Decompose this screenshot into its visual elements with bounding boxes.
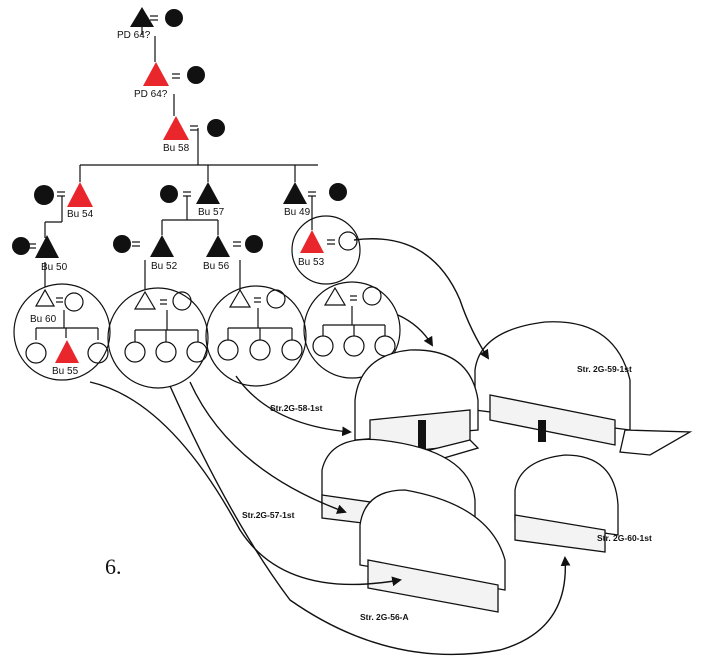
kin-symbols bbox=[12, 7, 347, 363]
burial-triangle-bu55 bbox=[55, 340, 79, 363]
structure-2g-59 bbox=[474, 321, 693, 456]
kinship-lines bbox=[28, 15, 335, 290]
label-bu57: Bu 57 bbox=[198, 207, 225, 218]
female-symbol bbox=[165, 9, 183, 27]
burial-triangle-bu58 bbox=[163, 116, 189, 140]
label-bu56: Bu 56 bbox=[203, 261, 230, 272]
label-bu55: Bu 55 bbox=[52, 366, 79, 377]
male-symbol-bu57 bbox=[196, 182, 220, 204]
label-bu50: Bu 50 bbox=[41, 262, 68, 273]
household-circles bbox=[13, 215, 401, 389]
label-bu52: Bu 52 bbox=[151, 261, 178, 272]
label-bu54: Bu 54 bbox=[67, 209, 94, 220]
burial-triangle-pd64 bbox=[143, 62, 169, 86]
buildings bbox=[321, 321, 693, 613]
burial-triangle-bu54 bbox=[67, 182, 93, 207]
female-symbol bbox=[12, 237, 30, 255]
label-str-2g-56a: Str. 2G-56-A bbox=[360, 612, 409, 622]
male-symbol-bu49 bbox=[283, 182, 307, 204]
female-symbol bbox=[160, 185, 178, 203]
female-symbol bbox=[329, 183, 347, 201]
figure-number: 6. bbox=[105, 554, 122, 579]
female-symbol bbox=[113, 235, 131, 253]
label-str-2g-57: Str.2G-57-1st bbox=[242, 510, 295, 520]
kin-labels: PD 64? PD 64? Bu 58 Bu 54 Bu 57 Bu 49 Bu… bbox=[30, 30, 325, 377]
label-pd64-top: PD 64? bbox=[117, 30, 151, 41]
female-symbol bbox=[207, 119, 225, 137]
male-symbol-bu56 bbox=[206, 235, 230, 257]
male-symbol-bu52 bbox=[150, 235, 174, 257]
female-symbol bbox=[34, 185, 54, 205]
label-bu53: Bu 53 bbox=[298, 257, 325, 268]
residence-arrows bbox=[89, 238, 571, 656]
label-bu58: Bu 58 bbox=[163, 143, 190, 154]
label-str-2g-58: Str.2G-58-1st bbox=[270, 403, 323, 413]
label-pd64-mid: PD 64? bbox=[134, 89, 168, 100]
structure-labels: Str. 2G-59-1st Str.2G-58-1st Str.2G-57-1… bbox=[242, 364, 652, 622]
male-symbol-bu50 bbox=[35, 235, 59, 258]
burial-triangle-bu53 bbox=[300, 230, 324, 253]
male-symbol-pd64-top bbox=[130, 7, 154, 27]
structure-2g-60 bbox=[514, 454, 619, 553]
label-str-2g-59: Str. 2G-59-1st bbox=[577, 364, 632, 374]
female-symbol bbox=[245, 235, 263, 253]
household-members bbox=[25, 231, 396, 364]
label-bu60: Bu 60 bbox=[30, 314, 57, 325]
female-symbol bbox=[187, 66, 205, 84]
label-str-2g-60: Str. 2G-60-1st bbox=[597, 533, 652, 543]
label-bu49: Bu 49 bbox=[284, 207, 311, 218]
structure-2g-56a bbox=[359, 489, 506, 613]
